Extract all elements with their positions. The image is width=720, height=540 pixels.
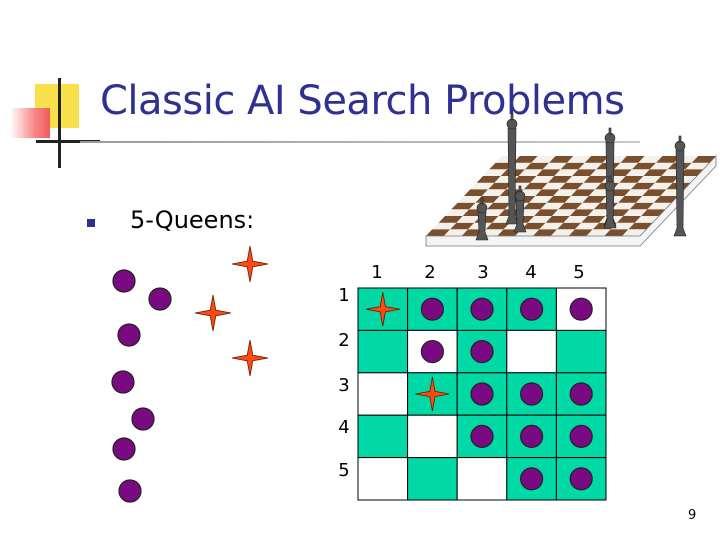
queen-disc-icon (519, 297, 544, 321)
queen-star-icon (365, 292, 400, 327)
grid-cell (506, 287, 557, 331)
queen-disc-icon (569, 467, 593, 491)
column-label: 2 (424, 262, 436, 283)
queen-disc-icon (117, 323, 141, 347)
queen-star-icon (194, 294, 232, 332)
grid-cell (407, 287, 458, 331)
queen-disc-icon (470, 297, 494, 321)
queen-disc-icon (519, 467, 544, 491)
column-label: 4 (525, 262, 537, 283)
grid-cell (506, 372, 557, 416)
grid-cell (555, 329, 607, 374)
grid-cell (555, 287, 607, 331)
grid-cell (456, 372, 508, 416)
queen-disc-icon (470, 424, 494, 448)
grid-cell (456, 329, 508, 374)
queen-disc-icon (131, 407, 155, 431)
row-label: 5 (338, 460, 350, 481)
queen-disc-icon (112, 437, 136, 461)
queen-disc-icon (470, 340, 494, 364)
grid-cell (506, 329, 557, 374)
grid-cell (456, 287, 508, 331)
grid-cell (407, 372, 458, 416)
grid-cell (357, 457, 409, 501)
page-number: 9 (688, 508, 697, 523)
queen-disc-icon (118, 479, 142, 503)
queen-disc-icon (569, 424, 593, 448)
queen-star-icon (415, 376, 450, 412)
grid-cell (407, 414, 458, 459)
row-label: 4 (338, 417, 350, 438)
column-label: 5 (573, 262, 585, 283)
grid-cell (555, 372, 607, 416)
queen-disc-icon (569, 382, 593, 406)
grid-cell (357, 287, 409, 331)
queen-star-icon (231, 339, 269, 377)
grid-cell (407, 329, 458, 374)
queen-disc-icon (569, 297, 593, 321)
grid-cell (506, 414, 557, 459)
grid-cell (456, 457, 508, 501)
queen-star-icon (231, 245, 269, 283)
queen-disc-icon (148, 287, 172, 311)
row-label: 1 (338, 285, 350, 306)
queen-disc-icon (470, 382, 494, 406)
grid-cell (506, 457, 557, 501)
chess-board-icon (425, 113, 717, 247)
slide-title: Classic AI Search Problems (100, 78, 625, 124)
column-label: 1 (371, 262, 383, 283)
grid-cell (555, 457, 607, 501)
row-label: 3 (338, 375, 350, 396)
queen-disc-icon (420, 340, 444, 364)
column-label: 3 (477, 262, 489, 283)
queen-disc-icon (111, 370, 135, 394)
grid-cell (555, 414, 607, 459)
queen-disc-icon (420, 297, 444, 321)
grid-cell (357, 372, 409, 416)
grid-cell (357, 329, 409, 374)
bullet-text: 5-Queens: (130, 206, 255, 234)
grid-cell (357, 414, 409, 459)
queen-disc-icon (112, 269, 136, 293)
title-underline (80, 141, 640, 143)
grid-cell (456, 414, 508, 459)
logo-mark (0, 70, 110, 170)
queen-disc-icon (519, 424, 544, 448)
grid-cell (407, 457, 458, 501)
bullet-marker (87, 219, 95, 227)
queen-disc-icon (519, 382, 544, 406)
row-label: 2 (338, 330, 350, 351)
